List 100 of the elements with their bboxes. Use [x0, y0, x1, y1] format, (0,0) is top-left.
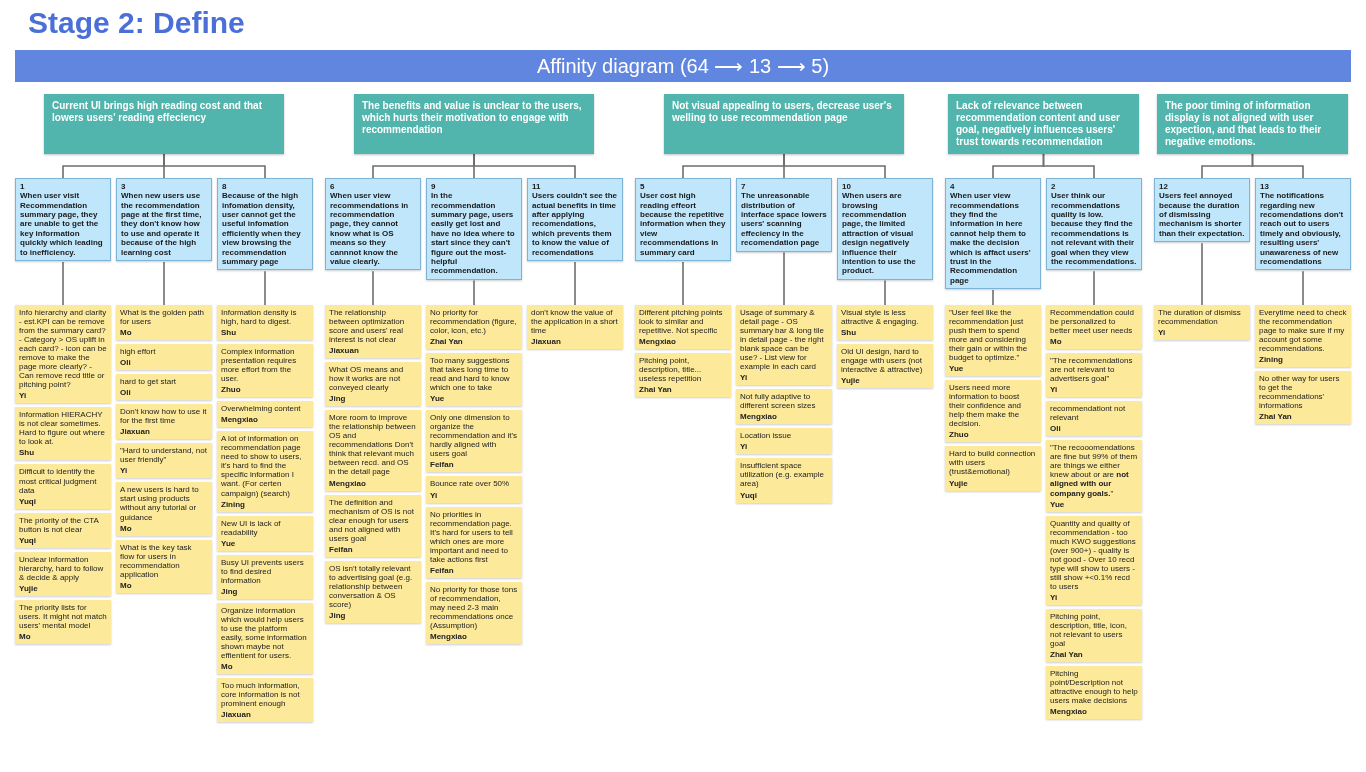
sticky-note — [15, 464, 111, 509]
connector-line — [574, 261, 576, 306]
note-text: "Hard to understand, not user friendly" — [120, 446, 208, 465]
insight-text: Because of the high infomation density, user cannot get the useful infomation efficiently when they view browsing the recommendation summary page — [222, 191, 302, 267]
note-text: Info hierarchy and clarity - est.KPI can be remove from the summary card? - Category > OS uplift in each card? - icon can be remove to make the page more clearly? - Can remove recd title or pitching point? — [19, 308, 107, 390]
insight-card — [1255, 178, 1351, 271]
connector-line — [473, 279, 475, 306]
author-name: Yue — [949, 364, 965, 374]
insight-card — [736, 178, 832, 252]
sticky-note — [325, 362, 421, 407]
author-name: Jiaxuan — [120, 427, 151, 437]
note-text: Not fully adaptive to different screen sizes — [740, 392, 817, 411]
author-name: Yuqi — [19, 496, 37, 506]
author-name: Mengxiao — [221, 415, 259, 425]
note-text: Unclear information hierarchy, hard to follow & decide & apply — [19, 554, 105, 582]
author-name: Yujie — [841, 376, 861, 386]
sticky-note — [217, 554, 313, 599]
author-name: Zhai Yan — [1050, 649, 1084, 659]
sticky-note — [426, 581, 522, 644]
author-name: Mo — [120, 328, 133, 338]
sticky-note — [426, 353, 522, 407]
connector-line — [1042, 153, 1095, 179]
note-text: What is the golden path for users — [120, 308, 206, 327]
note-text: Different pitching points look to similar and repetitive. Not specific — [639, 308, 724, 336]
sticky-note — [15, 551, 111, 596]
insight-card — [1154, 178, 1250, 243]
insight-text: The notifications regarding new recomendations don't reach out to users timely and obviously, resulting users' unawareness of new recomendations — [1260, 191, 1345, 267]
connector-line — [264, 270, 266, 306]
note-text: The priority lists for users. It might not match users' mental model — [19, 602, 107, 630]
author-name: Zining — [221, 499, 246, 509]
author-name: Oli — [1050, 424, 1062, 434]
author-name: Yujie — [19, 583, 39, 593]
author-name: Mo — [1050, 337, 1063, 347]
note-text: Quantity and quality of recommendation - too much KWO suggestions (over 900+) - quality is not good - Over 10 recd type will show to users - still show +<0.1% recd to users — [1050, 518, 1137, 591]
connector-line — [1201, 242, 1203, 306]
insight-card — [635, 178, 731, 261]
sticky-note — [1154, 305, 1250, 341]
author-name: Yi — [1050, 592, 1059, 602]
theme-header — [1157, 94, 1348, 154]
connector-line — [783, 251, 785, 306]
note-text: high effort — [120, 347, 157, 357]
sticky-note — [527, 305, 623, 350]
author-name: Mo — [19, 631, 32, 641]
sticky-note — [217, 344, 313, 398]
sticky-note — [945, 305, 1041, 377]
note-text: Pitching point, description, title, icon, not relevant to users goal — [1050, 611, 1128, 648]
card-number: 8 — [222, 182, 228, 192]
connector-line — [783, 153, 886, 179]
insight-text: When user view recommendations they find the information in here cannot help them to make the decision which is affact users' trust in the Recommendation page — [950, 191, 1032, 285]
insight-text: User cost high reading effeort because the repetitive information when they view recommendations in summary card — [640, 191, 726, 257]
note-text: The priority of the CTA button is not clear — [19, 515, 100, 534]
author-name: Zhuo — [949, 430, 970, 440]
sticky-note — [116, 482, 212, 536]
note-text: "The recommendations are not relevant to advertisers goal" — [1050, 356, 1134, 384]
connector-line — [682, 261, 684, 306]
insight-card — [217, 178, 313, 271]
card-number: 4 — [950, 182, 956, 192]
insight-card — [1046, 178, 1142, 271]
author-name: Yue — [1050, 499, 1066, 509]
sticky-note — [15, 512, 111, 548]
insight-text: Users feel annoyed because the duration of dismissing mechanism is shorter than their expectation. — [1159, 191, 1245, 239]
sticky-note — [426, 506, 522, 578]
note-text: A lot of information on recommendation page need to show to users, it's hard to find the specific information I want. (For certen campaign) (search) — [221, 434, 303, 498]
theme-text: The benefits and value is unclear to the users, which hurts their motivation to engage with recommendation — [362, 100, 583, 136]
sticky-note — [116, 374, 212, 401]
insight-text: When user visit Recommendation summary page, they are unable to get the key information quickly which leading to inefficiency. — [20, 191, 104, 257]
note-text: Recommendation could be personalized to better meet user needs — [1050, 308, 1136, 336]
page-title: Stage 2: Define — [28, 6, 245, 40]
insight-text: When users are browsing recommendation page, the limited attraction of visual design negatively influence their intention to use the product. — [842, 191, 917, 276]
sticky-note — [426, 410, 522, 473]
note-text: "The recooomendations are fine but 99% of them are things we either knew about or are not aligned with our company goals." — [1050, 443, 1138, 498]
sticky-note — [325, 410, 421, 491]
card-number: 9 — [431, 182, 437, 192]
sticky-note — [426, 305, 522, 350]
sticky-note — [736, 428, 832, 455]
connector-line — [62, 261, 64, 306]
note-text: No priorities in recommendation page. It's hard for users to tell which ones are more important and need to take actions first — [430, 509, 514, 564]
author-name: Yue — [430, 394, 446, 404]
note-text: Pitching point/Description not attractive enough to help users make decisions — [1050, 669, 1138, 706]
insight-text: User think our recommendations quality is low. because they find the recommendations is not relevant with their goal when they view the recommendations. — [1051, 191, 1137, 267]
card-number: 11 — [532, 182, 542, 192]
author-name: Mo — [120, 580, 133, 590]
card-number: 13 — [1260, 182, 1270, 192]
connector-line — [1302, 270, 1304, 306]
note-text: "User feel like the recommendation just push them to spend more and considering their gain or within the budget to optimize." — [949, 308, 1029, 363]
note-text: No priority for those tons of recommendation, may need 2-3 main recommendations once (Assumption) — [430, 584, 518, 630]
theme-text: The poor timing of information display is not aligned with user expection, and that leads to their negative emotions. — [1165, 100, 1323, 148]
sticky-note — [325, 560, 421, 623]
sticky-note — [426, 476, 522, 503]
sticky-note — [15, 305, 111, 404]
author-name: Shu — [841, 328, 858, 338]
author-name: Mo — [120, 523, 133, 533]
sticky-note — [15, 599, 111, 644]
theme-header — [664, 94, 904, 154]
author-name: Yujie — [949, 478, 969, 488]
sticky-note — [116, 404, 212, 440]
connector-line — [163, 153, 266, 179]
sticky-note — [1255, 371, 1351, 425]
note-text: don't know the value of the application in a short time — [531, 308, 619, 336]
note-text: No priority for recommendation (figure, color, icon, etc.) — [430, 308, 518, 336]
